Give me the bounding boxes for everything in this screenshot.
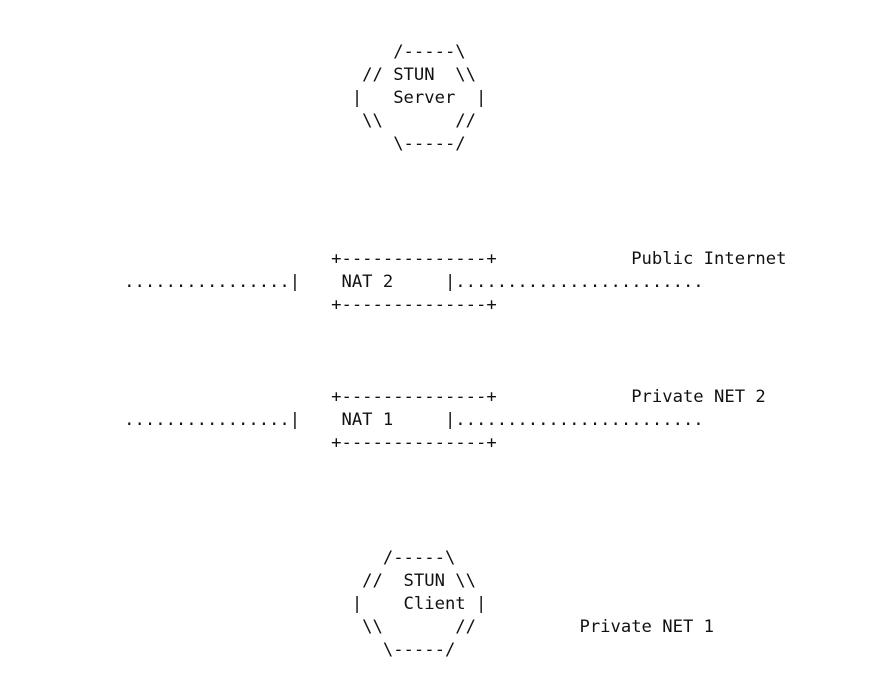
stun-server-label: | Server | bbox=[0, 88, 487, 108]
stun-server-bottom: \-----/ bbox=[0, 134, 466, 154]
nat1-row: ................| NAT 1 |...............… bbox=[0, 410, 704, 430]
stun-client-top: /-----\ bbox=[0, 548, 456, 568]
stun-server-label: // STUN \\ bbox=[0, 65, 476, 85]
stun-client-bottom: \-----/ bbox=[0, 640, 456, 660]
stun-client-lower: \\ // Private NET 1 bbox=[0, 617, 714, 637]
stun-client-label: // STUN \\ bbox=[0, 571, 476, 591]
nat2-box-top: +--------------+ Public Internet bbox=[0, 249, 787, 269]
nat1-box-top: +--------------+ Private NET 2 bbox=[0, 387, 766, 407]
nat1-box-bottom: +--------------+ bbox=[0, 433, 497, 453]
stun-server-top: /-----\ bbox=[0, 42, 466, 62]
nat2-row: ................| NAT 2 |...............… bbox=[0, 272, 704, 292]
stun-server-lower: \\ // bbox=[0, 111, 476, 131]
nat2-box-bottom: +--------------+ bbox=[0, 295, 497, 315]
stun-client-label: | Client | bbox=[0, 594, 487, 614]
